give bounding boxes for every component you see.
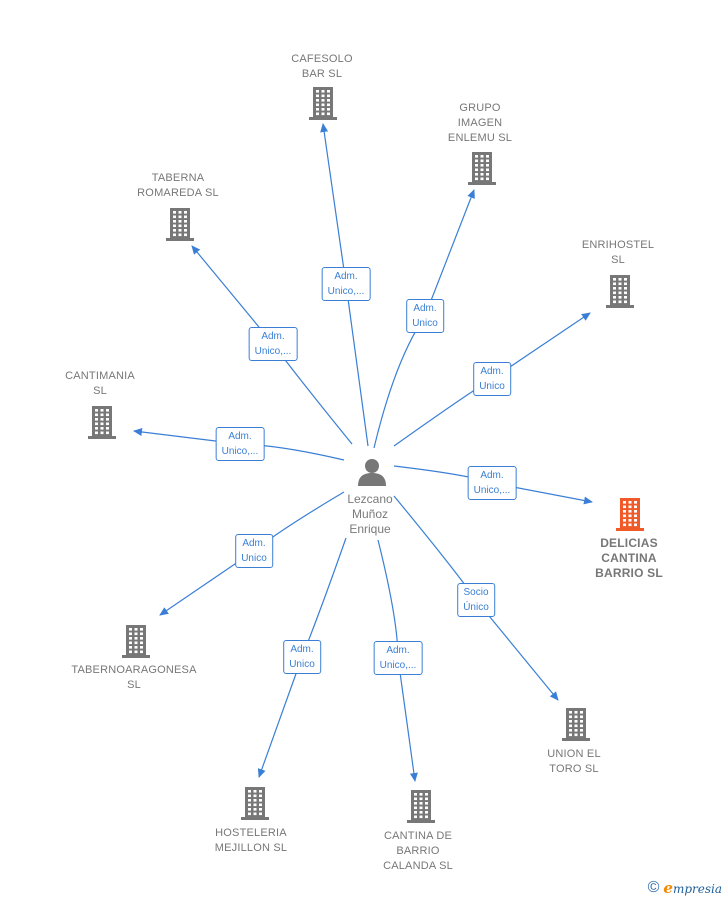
- company-name-grupo-imagen[interactable]: GRUPO IMAGEN ENLEMU SL: [447, 102, 513, 144]
- relation-label-cafesolo[interactable]: Adm. Unico,...: [321, 267, 371, 301]
- company-name-cafesolo[interactable]: CAFESOLO BAR SL: [291, 53, 353, 80]
- relation-label-delicias[interactable]: Adm. Unico,...: [467, 466, 517, 500]
- building-icon-union-toro[interactable]: [561, 706, 591, 747]
- building-icon-enrihostel[interactable]: [605, 273, 635, 314]
- building-icon-cantimania[interactable]: [87, 404, 117, 445]
- company-name-union-toro[interactable]: UNION EL TORO SL: [547, 748, 601, 775]
- company-name-tabernoaragonesa[interactable]: TABERNOARAGONESA SL: [71, 664, 197, 691]
- building-icon-delicias[interactable]: [615, 496, 645, 537]
- building-icon-cafesolo[interactable]: [308, 85, 338, 126]
- company-name-delicias[interactable]: DELICIAS CANTINA BARRIO SL: [595, 536, 663, 580]
- relation-label-enrihostel[interactable]: Adm. Unico: [473, 362, 511, 396]
- relation-label-hosteleria[interactable]: Adm. Unico: [283, 640, 321, 674]
- footer-brand: © empresia: [648, 879, 722, 897]
- building-icon-hosteleria[interactable]: [240, 785, 270, 826]
- company-name-cantina-barrio[interactable]: CANTINA DE BARRIO CALANDA SL: [383, 830, 453, 872]
- relation-label-tabernoaragonesa[interactable]: Adm. Unico: [235, 534, 273, 568]
- company-name-hosteleria[interactable]: HOSTELERIA MEJILLON SL: [214, 827, 288, 854]
- person-icon: [358, 459, 386, 486]
- building-icon-tabernoaragonesa[interactable]: [121, 623, 151, 664]
- building-icon-grupo-imagen[interactable]: [467, 150, 497, 191]
- copyright-icon: ©: [647, 879, 660, 896]
- building-icon-cantina-barrio[interactable]: [406, 788, 436, 829]
- relation-label-grupo-imagen[interactable]: Adm. Unico: [406, 299, 444, 333]
- person-node[interactable]: [355, 455, 389, 489]
- relation-label-union-toro[interactable]: Socio Único: [457, 583, 495, 617]
- building-icon-taberna-romareda[interactable]: [165, 206, 195, 247]
- company-name-enrihostel[interactable]: ENRIHOSTEL SL: [581, 239, 655, 266]
- brand-logo[interactable]: empresia: [663, 879, 722, 897]
- company-name-taberna-romareda[interactable]: TABERNA ROMAREDA SL: [137, 172, 219, 199]
- company-name-cantimania[interactable]: CANTIMANIA SL: [65, 370, 135, 397]
- relation-label-taberna-romareda[interactable]: Adm. Unico,...: [248, 327, 298, 361]
- relation-label-cantina-barrio[interactable]: Adm. Unico,...: [373, 641, 423, 675]
- relation-label-cantimania[interactable]: Adm. Unico,...: [215, 427, 265, 461]
- person-name: Lezcano Muñoz Enrique: [347, 492, 393, 536]
